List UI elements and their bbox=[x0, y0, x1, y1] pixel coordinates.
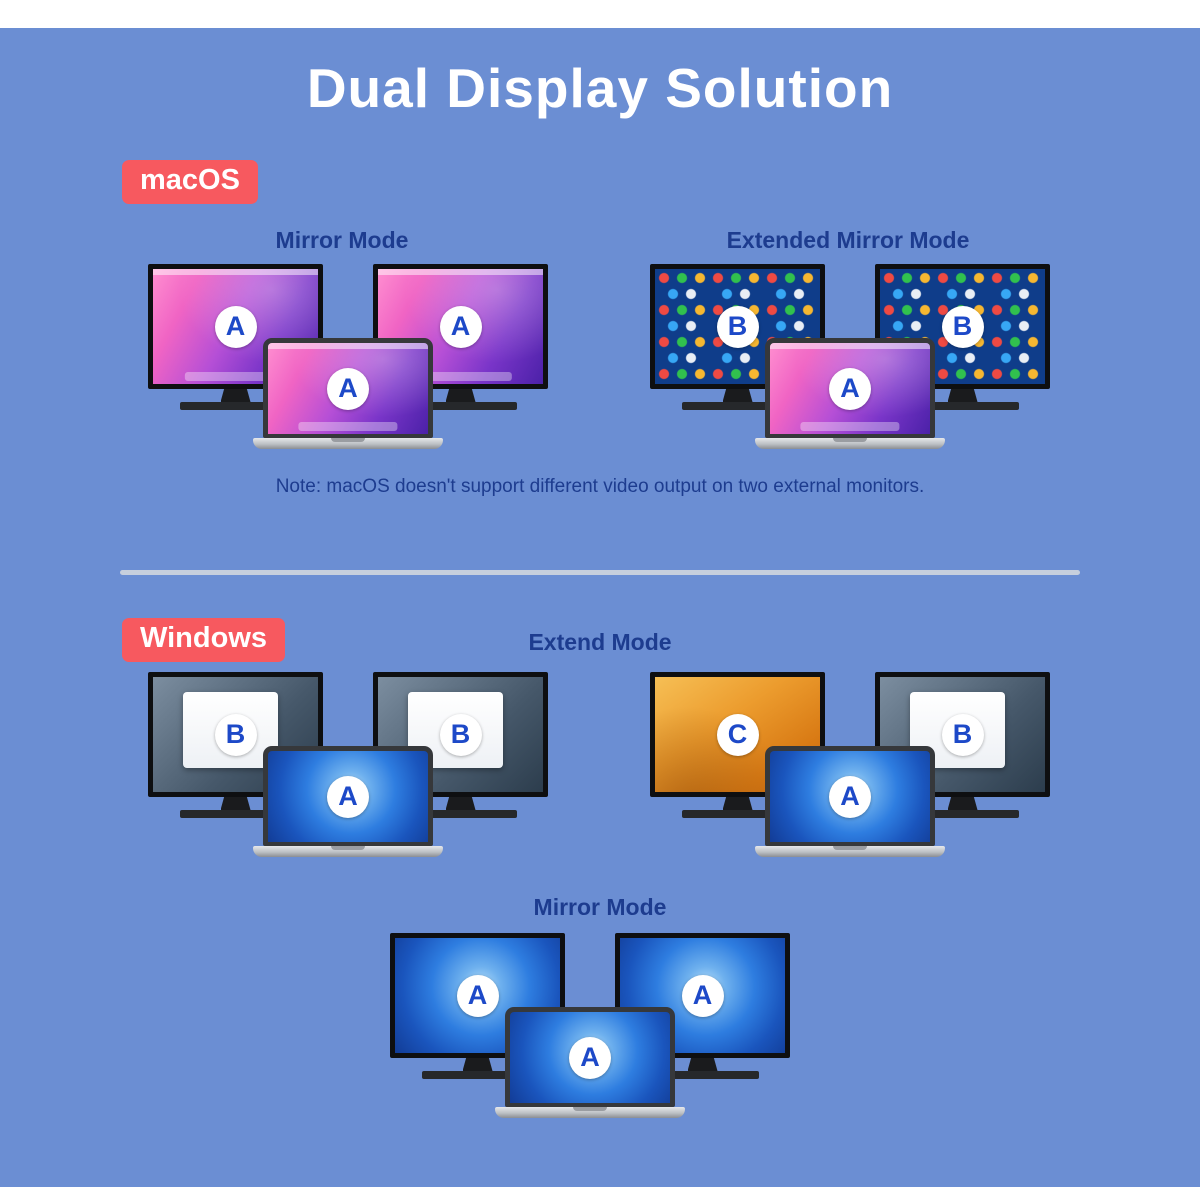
laptop-keyboard-deck bbox=[495, 1107, 685, 1118]
display-letter: A bbox=[840, 781, 860, 811]
display-label-badge: A bbox=[214, 305, 257, 348]
display-letter: A bbox=[225, 311, 246, 341]
windows-platform-badge: Windows bbox=[122, 618, 286, 662]
monitor-stand-neck bbox=[947, 797, 978, 810]
bottom-white-border bbox=[0, 1187, 1200, 1200]
display-label-badge: A bbox=[569, 1036, 611, 1079]
laptop: A bbox=[755, 746, 945, 857]
monterey-wallpaper: A bbox=[765, 338, 935, 438]
macos-menubar bbox=[378, 269, 543, 275]
display-label-badge: A bbox=[681, 974, 724, 1017]
monterey-wallpaper: A bbox=[373, 264, 548, 389]
display-label-badge: A bbox=[829, 775, 871, 818]
laptop-keyboard-deck bbox=[755, 438, 945, 449]
display-label-badge: B bbox=[439, 713, 482, 756]
macos-menubar bbox=[268, 343, 428, 349]
laptop-keyboard-deck bbox=[253, 846, 443, 857]
display-label-badge: A bbox=[829, 367, 871, 410]
laptop: A bbox=[755, 338, 945, 449]
display-letter: B bbox=[952, 311, 973, 341]
display-label-badge: B bbox=[214, 713, 257, 756]
monitor-stand-base bbox=[681, 402, 794, 410]
laptop: A bbox=[253, 338, 443, 449]
left-monitor: A bbox=[148, 264, 323, 410]
monitor-stand-base bbox=[906, 402, 1019, 410]
macos-menubar bbox=[770, 343, 930, 349]
display-letter: A bbox=[338, 781, 358, 811]
top-white-border bbox=[0, 0, 1200, 28]
display-letter: B bbox=[727, 311, 748, 341]
monitor-stand-neck bbox=[722, 797, 753, 810]
monitor-stand-base bbox=[421, 1071, 534, 1079]
macos-mirror-mode-heading: Mirror Mode bbox=[275, 227, 409, 253]
monterey-wallpaper: A bbox=[148, 264, 323, 389]
monterey-wallpaper: A bbox=[263, 338, 433, 438]
monitor-stand-base bbox=[404, 810, 517, 818]
macos-note: Note: macOS doesn't support different vi… bbox=[275, 476, 925, 497]
display-label-badge: A bbox=[327, 367, 369, 410]
page-title: Dual Display Solution bbox=[306, 57, 894, 119]
windows-extend-display-group-1: B B A bbox=[148, 672, 548, 862]
laptop: A bbox=[495, 1007, 685, 1118]
display-letter: C bbox=[727, 719, 748, 749]
macos-dock bbox=[800, 422, 900, 431]
laptop: A bbox=[253, 746, 443, 857]
display-letter: A bbox=[692, 980, 713, 1010]
windows-bloom-wallpaper: A bbox=[615, 933, 790, 1058]
display-letter: A bbox=[580, 1042, 600, 1072]
display-label-badge: B bbox=[941, 305, 984, 348]
display-letter: A bbox=[467, 980, 488, 1010]
monitor-stand-base bbox=[681, 810, 794, 818]
monitor-stand-base bbox=[179, 810, 292, 818]
display-letter: A bbox=[338, 373, 358, 403]
macos-mirror-display-group: A A A bbox=[148, 264, 548, 454]
right-monitor: A bbox=[373, 264, 548, 410]
windows-extend-mode-heading: Extend Mode bbox=[528, 629, 672, 655]
display-label-badge: B bbox=[716, 305, 759, 348]
display-letter: A bbox=[450, 311, 471, 341]
display-label-badge: C bbox=[716, 713, 759, 756]
windows-mirror-mode-heading: Mirror Mode bbox=[533, 894, 667, 920]
display-letter: B bbox=[952, 719, 973, 749]
monitor-stand-neck bbox=[947, 389, 978, 402]
app-grid-wallpaper: B bbox=[875, 264, 1050, 389]
monitor-stand-base bbox=[404, 402, 517, 410]
windows-mirror-display-group: A A A bbox=[390, 933, 790, 1123]
monitor-stand-base bbox=[906, 810, 1019, 818]
display-label-badge: A bbox=[439, 305, 482, 348]
macos-platform-badge: macOS bbox=[122, 160, 258, 204]
display-label-badge: B bbox=[941, 713, 984, 756]
right-monitor: A bbox=[615, 933, 790, 1079]
macos-menubar bbox=[153, 269, 318, 275]
display-letter: A bbox=[840, 373, 860, 403]
monitor-stand-neck bbox=[687, 1058, 718, 1071]
monitor-stand-base bbox=[646, 1071, 759, 1079]
monitor-stand-neck bbox=[445, 797, 476, 810]
display-label-badge: A bbox=[327, 775, 369, 818]
monitor-stand-neck bbox=[220, 797, 251, 810]
macos-dock bbox=[298, 422, 398, 431]
display-letter: B bbox=[450, 719, 471, 749]
monitor-stand-neck bbox=[722, 389, 753, 402]
monitor-stand-neck bbox=[220, 389, 251, 402]
macos-dock bbox=[409, 372, 512, 381]
laptop-keyboard-deck bbox=[253, 438, 443, 449]
display-label-badge: A bbox=[456, 974, 499, 1017]
macos-extended-display-group: B B A bbox=[650, 264, 1050, 454]
macos-extended-mirror-mode-heading: Extended Mirror Mode bbox=[726, 227, 970, 253]
macos-dock bbox=[184, 372, 287, 381]
windows-bloom-wallpaper: A bbox=[263, 746, 433, 846]
monitor-stand-base bbox=[179, 402, 292, 410]
section-divider bbox=[120, 570, 1080, 575]
laptop-keyboard-deck bbox=[755, 846, 945, 857]
display-letter: B bbox=[225, 719, 246, 749]
monitor-stand-neck bbox=[462, 1058, 493, 1071]
right-monitor: B bbox=[875, 264, 1050, 410]
windows-bloom-wallpaper: A bbox=[765, 746, 935, 846]
monitor-stand-neck bbox=[445, 389, 476, 402]
windows-extend-display-group-2: C B A bbox=[650, 672, 1050, 862]
windows-bloom-wallpaper: A bbox=[505, 1007, 675, 1107]
